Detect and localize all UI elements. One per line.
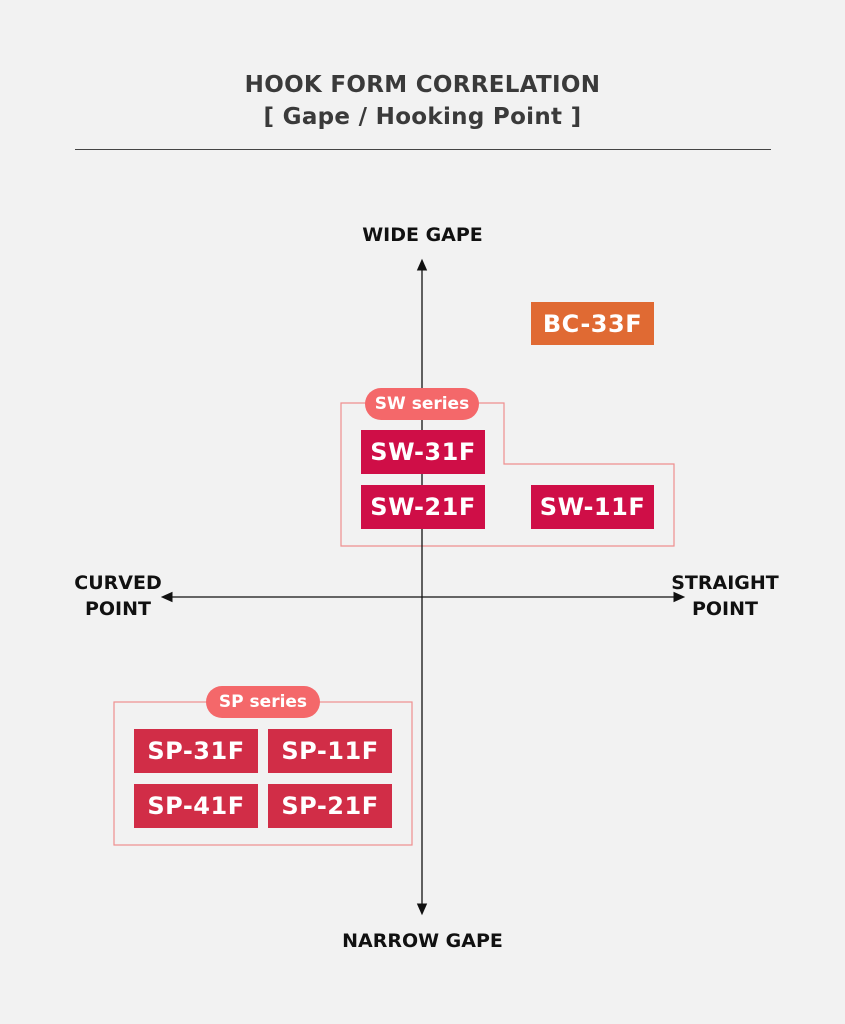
hook-sp-21f: SP-21F xyxy=(268,784,392,828)
diagram-subtitle: [ Gape / Hooking Point ] xyxy=(263,104,582,130)
hook-sp-31f: SP-31F xyxy=(134,729,258,773)
hook-sw-31f: SW-31F xyxy=(361,430,485,474)
hook-sw-21f: SW-21F xyxy=(361,485,485,529)
axis-label-narrow-gape: NARROW GAPE xyxy=(342,930,503,952)
sp-series-pill: SP series xyxy=(206,686,320,718)
hook-sp-11f: SP-11F xyxy=(268,729,392,773)
sw-series-outline xyxy=(340,402,675,547)
axis-label-straight-point: STRAIGHT POINT xyxy=(671,572,779,620)
hook-bc-33f: BC-33F xyxy=(531,302,654,345)
title-divider xyxy=(75,149,771,150)
sw-series-pill: SW series xyxy=(365,388,479,420)
hook-sw-11f: SW-11F xyxy=(531,485,654,529)
diagram-title: HOOK FORM CORRELATION xyxy=(244,72,601,98)
axis-label-curved-point: CURVED POINT xyxy=(74,572,162,620)
axis-label-wide-gape: WIDE GAPE xyxy=(362,224,483,246)
hook-sp-41f: SP-41F xyxy=(134,784,258,828)
